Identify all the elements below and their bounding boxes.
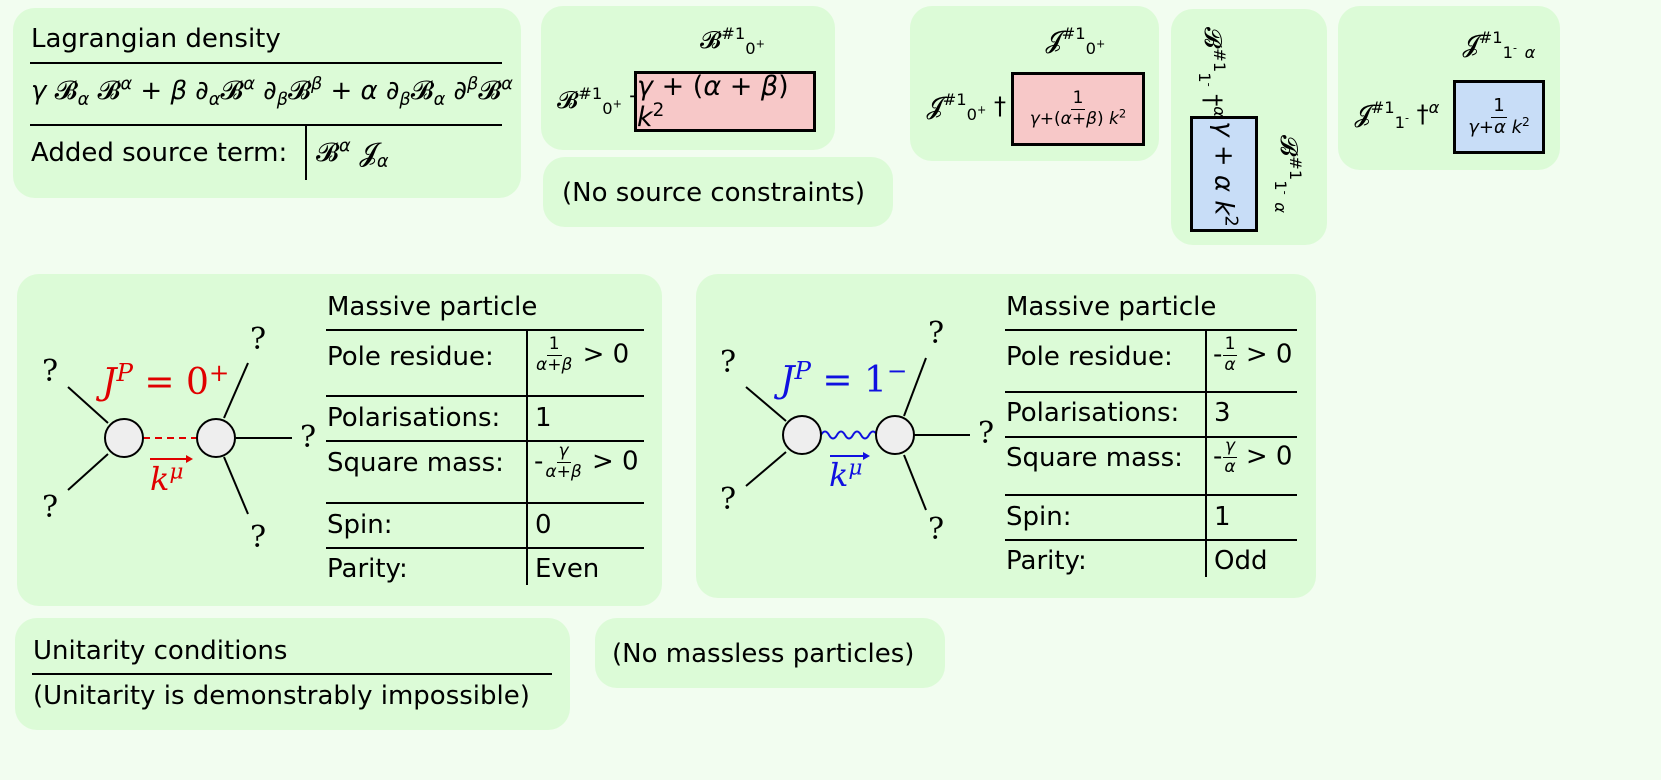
vector-leg-lower-right (903, 454, 927, 511)
propagator-1m-matrix-element: γ + α k2 (1190, 116, 1258, 232)
vector-vertex-right (875, 415, 915, 455)
vector-table-header: Massive particle (1006, 292, 1217, 322)
lagrangian-expression: γ 𝓑α 𝓑α + β ∂α𝓑α ∂β𝓑β + α ∂β𝓑α ∂β𝓑α (31, 74, 513, 111)
lagrangian-expression-rule (30, 124, 502, 126)
scalar-leg-upper-right (223, 362, 249, 419)
scalar-row-key: Square mass: (327, 448, 504, 478)
scalar-row-key: Polarisations: (327, 403, 501, 433)
vector-leg-label-upper-left: ? (720, 345, 737, 380)
scalar-row-value: Even (535, 554, 600, 584)
source-0p-row-label: 𝓙#10+ † (926, 90, 1006, 124)
vector-leg-label-upper-right: ? (928, 316, 945, 351)
source-term-label: Added source term: (31, 138, 288, 168)
vector-leg-lower-left (745, 451, 787, 487)
scalar-table-rule-1 (326, 395, 644, 397)
propagator-0p-column-label: 𝓑#10+ (700, 24, 765, 58)
vector-table-divider (1205, 329, 1207, 577)
scalar-leg-label-upper-right: ? (250, 322, 267, 357)
vector-leg-label-lower-left: ? (720, 482, 737, 517)
unitarity-text: (Unitarity is demonstrably impossible) (33, 681, 530, 711)
scalar-table-divider (526, 329, 528, 585)
vector-leg-upper-left (745, 386, 787, 422)
unitarity-rule (32, 673, 552, 675)
scalar-table-header: Massive particle (327, 292, 538, 322)
source-term-divider (305, 124, 307, 180)
vector-row-key: Square mass: (1006, 443, 1183, 473)
vector-row-key: Parity: (1006, 546, 1087, 576)
lagrangian-header-rule (30, 62, 502, 64)
scalar-leg-lower-left (67, 453, 109, 491)
scalar-leg-lower-right (223, 456, 249, 515)
massless-panel (595, 618, 945, 688)
scalar-leg-label-lower-right: ? (250, 520, 267, 555)
scalar-table-rule-3 (326, 502, 644, 504)
propagator-1m-row-label: 𝓑#11- α (1271, 134, 1306, 214)
scalar-row-value: 1 (535, 403, 552, 433)
vector-jp-label: JP = 1− (780, 356, 908, 401)
vector-row-key: Polarisations: (1006, 398, 1180, 428)
vector-table-rule-4 (1005, 539, 1297, 541)
scalar-table-rule-2 (326, 440, 644, 442)
scalar-vertex-left (104, 418, 144, 458)
propagator-0p-matrix-element: γ + (α + β) k2 (634, 71, 816, 133)
scalar-row-key: Pole residue: (327, 342, 494, 372)
scalar-leg-label-right: ? (300, 420, 317, 455)
vector-table-rule-0 (1005, 329, 1297, 331)
vector-row-key: Pole residue: (1006, 342, 1173, 372)
scalar-jp-label: JP = 0+ (102, 358, 230, 403)
vector-feynman-diagram (745, 357, 970, 511)
scalar-table-rule-0 (326, 329, 644, 331)
scalar-row-key: Spin: (327, 510, 393, 540)
unitarity-header: Unitarity conditions (33, 636, 288, 666)
source-0p-column-label: 𝓙#10+ (1045, 24, 1106, 58)
vector-propagator-wavy-line (820, 430, 878, 440)
source-1m-column-label: 𝓙#11- α (1462, 28, 1536, 62)
scalar-leg-label-upper-left: ? (42, 354, 59, 389)
vector-leg-label-lower-right: ? (928, 512, 945, 547)
vector-leg-label-right: ? (978, 416, 995, 451)
vector-row-value: Odd (1214, 546, 1268, 576)
vector-momentum-arrowhead (863, 452, 870, 460)
scalar-momentum-label: kμ (150, 459, 184, 498)
scalar-feynman-diagram (67, 362, 292, 515)
source-term-expression: 𝓑α 𝓙α (316, 136, 389, 173)
no-source-constraints-panel (543, 157, 893, 227)
scalar-vertex-right (196, 418, 236, 458)
lagrangian-header: Lagrangian density (31, 24, 281, 54)
vector-leg-upper-right (903, 357, 927, 417)
source-1m-row-label: 𝓙#11- †α (1354, 98, 1440, 132)
vector-table-rule-1 (1005, 391, 1297, 393)
scalar-leg-label-lower-left: ? (42, 490, 59, 525)
propagator-0p-row-label: 𝓑#10+ † (557, 84, 642, 118)
scalar-momentum-arrowhead (186, 455, 193, 463)
vector-vertex-left (782, 415, 822, 455)
vector-momentum-label: kμ (829, 455, 863, 494)
scalar-row-key: Parity: (327, 554, 408, 584)
scalar-leg-upper-left (67, 386, 109, 424)
vector-row-value: 3 (1214, 398, 1231, 428)
vector-row-value: 1 (1214, 502, 1231, 532)
scalar-table-rule-4 (326, 547, 644, 549)
scalar-row-value: 0 (535, 510, 552, 540)
vector-table-rule-2 (1005, 436, 1297, 438)
massless-text: (No massless particles) (612, 639, 915, 669)
vector-row-key: Spin: (1006, 502, 1072, 532)
lagrangian-panel (13, 8, 521, 198)
propagator-1m-column-label: 𝓑#11- †α (1195, 26, 1230, 118)
vector-table-rule-3 (1005, 494, 1297, 496)
no-source-constraints-text: (No source constraints) (562, 178, 865, 208)
